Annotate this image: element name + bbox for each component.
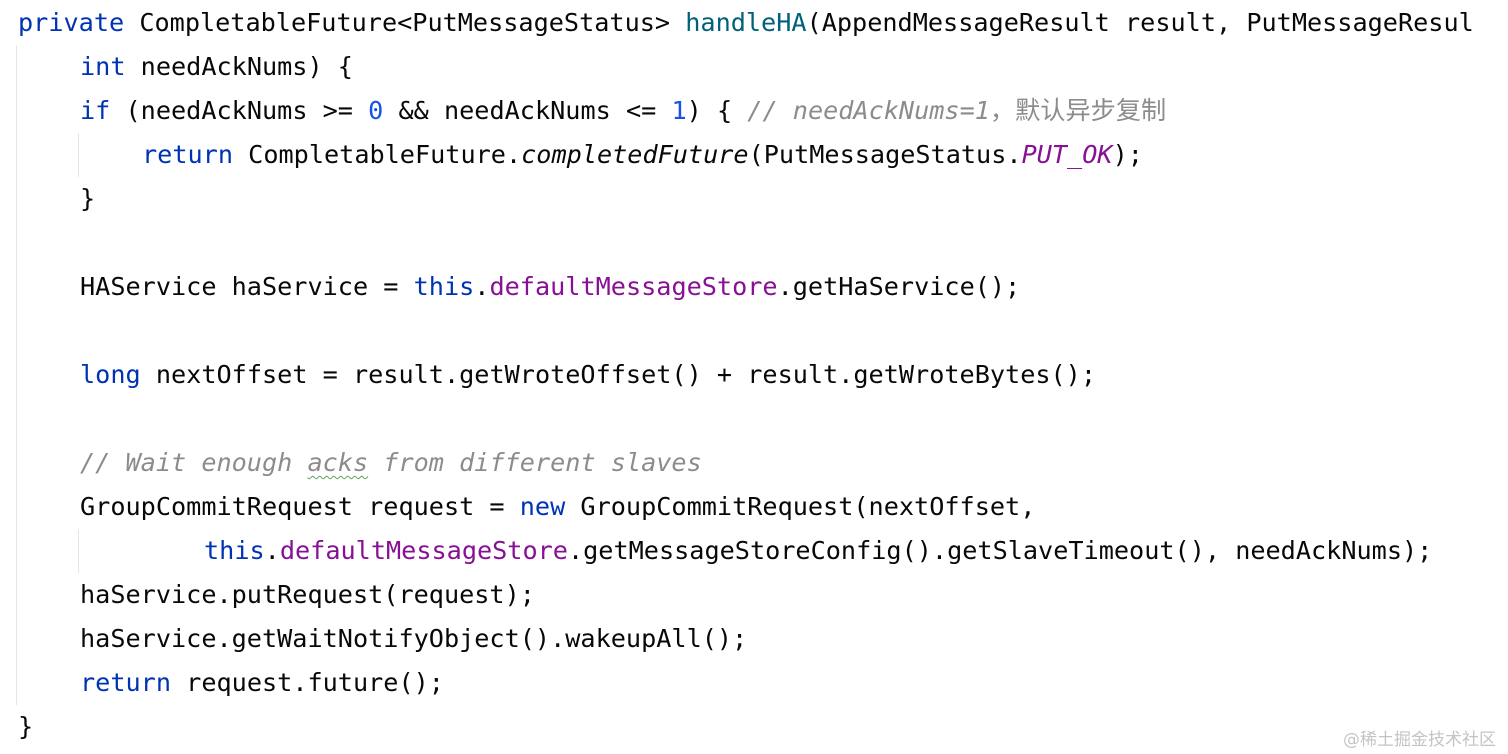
code-token-plain: GroupCommitRequest request = <box>80 492 520 521</box>
code-token-plain: (AppendMessageResult result, PutMessageR… <box>806 8 1474 37</box>
code-token-plain: } <box>80 184 96 213</box>
code-line[interactable]: if (needAckNums >= 0 && needAckNums <= 1… <box>80 89 1166 133</box>
code-token-plain: GroupCommitRequest(nextOffset, <box>565 492 1036 521</box>
code-token-comment: // needAckNums=1 <box>747 96 990 125</box>
code-token-plain: .getMessageStoreConfig().getSlaveTimeout… <box>567 536 1433 565</box>
code-token-field: defaultMessageStore <box>489 272 778 301</box>
code-token-keyword: if <box>80 96 111 125</box>
code-line[interactable]: haService.putRequest(request); <box>80 573 535 617</box>
watermark: @稀土掘金技术社区 <box>1343 730 1496 750</box>
code-token-plain: . <box>474 272 490 301</box>
code-line[interactable]: haService.getWaitNotifyObject().wakeupAl… <box>80 617 747 661</box>
code-line[interactable]: } <box>18 705 33 749</box>
code-token-comment: from different slaves <box>368 448 702 477</box>
code-token-keyword: new <box>519 492 566 521</box>
code-token-plain: .getHaService(); <box>777 272 1021 301</box>
code-line[interactable]: int needAckNums) { <box>80 45 353 89</box>
indent-guide <box>78 529 79 573</box>
code-token-method-decl: handleHA <box>685 8 807 37</box>
indent-guide <box>78 133 79 177</box>
code-line[interactable]: long nextOffset = result.getWroteOffset(… <box>80 353 1096 397</box>
code-token-static-call: completedFuture <box>521 140 749 169</box>
code-token-keyword: this <box>204 536 265 565</box>
code-token-plain: CompletableFuture. <box>233 140 522 169</box>
code-token-field: defaultMessageStore <box>279 536 568 565</box>
code-token-constant: PUT_OK <box>1021 140 1113 169</box>
code-token-plain: (needAckNums >= <box>110 96 369 125</box>
code-token-plain: request.future(); <box>171 668 444 697</box>
code-token-keyword: private <box>18 8 125 37</box>
code-token-plain: needAckNums) { <box>125 52 353 81</box>
code-line[interactable]: private CompletableFuture<PutMessageStat… <box>18 1 1474 45</box>
code-line[interactable]: HAService haService = this.defaultMessag… <box>80 265 1020 309</box>
code-line[interactable]: } <box>80 177 95 221</box>
code-line[interactable]: this.defaultMessageStore.getMessageStore… <box>204 529 1432 573</box>
code-line[interactable]: return request.future(); <box>80 661 444 705</box>
code-token-plain: } <box>18 712 34 741</box>
code-token-comment: // Wait enough <box>80 448 308 477</box>
code-token-plain: haService.getWaitNotifyObject().wakeupAl… <box>80 624 748 653</box>
code-token-plain: (PutMessageStatus. <box>748 140 1022 169</box>
code-token-keyword: this <box>413 272 475 301</box>
code-token-keyword: long <box>80 360 141 389</box>
code-line[interactable]: return CompletableFuture.completedFuture… <box>142 133 1143 177</box>
code-token-keyword: return <box>80 668 171 697</box>
code-line[interactable]: GroupCommitRequest request = new GroupCo… <box>80 485 1035 529</box>
code-token-comment-cjk: ，默认异步复制 <box>989 96 1167 125</box>
code-token-plain: ) { <box>686 96 748 125</box>
code-token-keyword: int <box>80 52 126 81</box>
code-token-plain: HAService haService = <box>80 272 414 301</box>
code-token-comment-typo: acks <box>307 448 369 477</box>
code-token-plain: nextOffset = result.getWroteOffset() + r… <box>140 360 1097 389</box>
code-token-plain: CompletableFuture<PutMessageStatus> <box>124 8 686 37</box>
code-token-number: 0 <box>368 96 384 125</box>
code-token-plain: . <box>264 536 280 565</box>
code-token-keyword: return <box>142 140 233 169</box>
code-token-number: 1 <box>671 96 687 125</box>
indent-guide <box>16 45 17 705</box>
code-token-plain: ); <box>1112 140 1143 169</box>
code-token-plain: && needAckNums <= <box>383 96 672 125</box>
code-line[interactable]: // Wait enough acks from different slave… <box>80 441 702 485</box>
code-token-plain: haService.putRequest(request); <box>80 580 535 609</box>
